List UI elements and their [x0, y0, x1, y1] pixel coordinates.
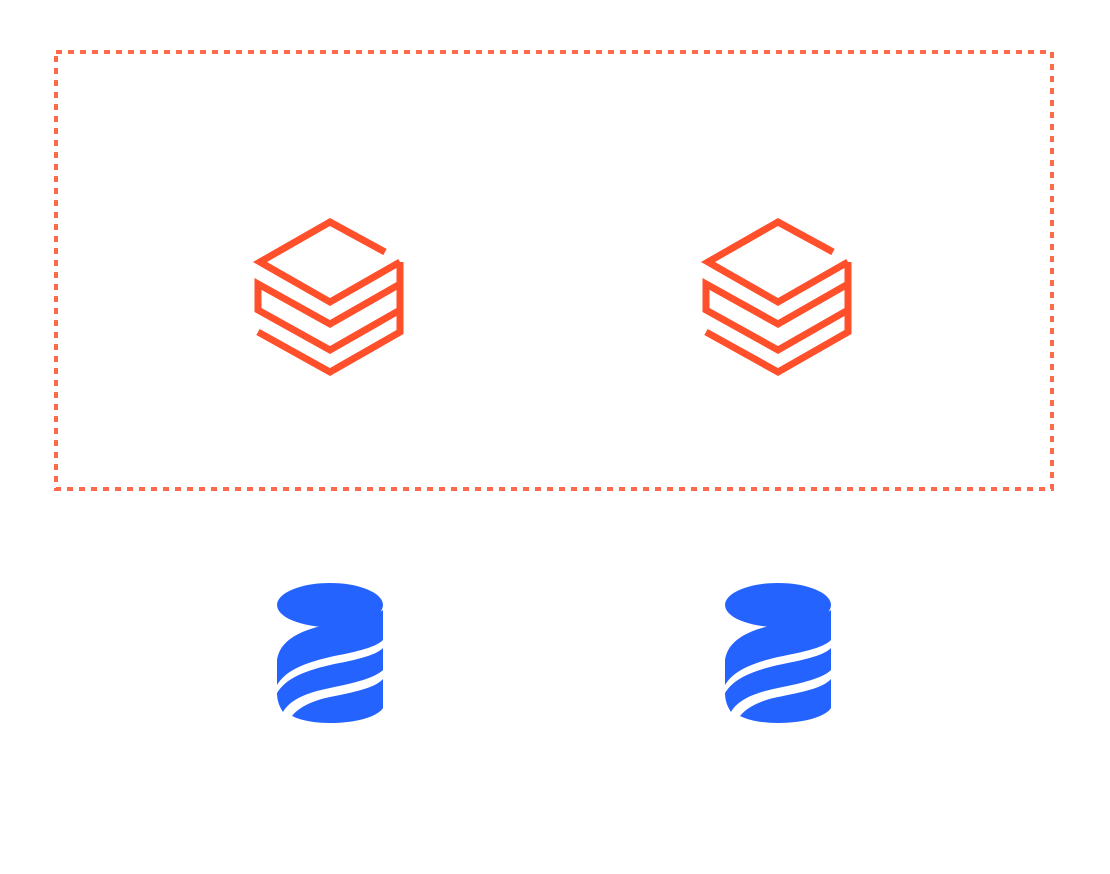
databricks-layers-icon — [258, 222, 400, 372]
striped-database-cylinder-icon — [277, 583, 383, 723]
striped-database-cylinder-icon — [725, 583, 831, 723]
group-boundary — [54, 50, 1054, 491]
databricks-layers-icon — [706, 222, 848, 372]
